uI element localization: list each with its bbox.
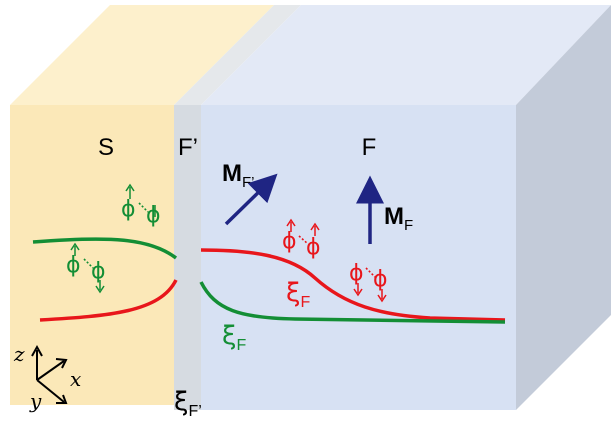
pair-green-lower: ϕ ϕ <box>66 242 106 294</box>
xi-fprime-label: ξF’ <box>174 387 202 420</box>
m-fprime-sub: F’ <box>242 174 255 191</box>
axis-y-label: y <box>29 389 42 413</box>
pair-red-upper: ϕ ϕ <box>282 218 321 260</box>
m-f-main: M <box>384 203 404 230</box>
svg-text:ϕ: ϕ <box>121 197 136 222</box>
coordinate-axes <box>31 344 68 404</box>
fprime-region-label: F’ <box>178 134 198 161</box>
pair-red-lower: ϕ ϕ <box>349 261 388 303</box>
axis-x-label: x <box>70 367 81 391</box>
svg-text:ϕ: ϕ <box>306 235 321 260</box>
pair-green-upper: ϕ ϕ <box>121 183 161 228</box>
m-f-label: MF <box>384 203 413 234</box>
f-region-label: F <box>362 134 377 161</box>
f-region <box>201 5 611 410</box>
svg-text:ϕ: ϕ <box>146 203 161 228</box>
svg-text:ϕ: ϕ <box>349 261 364 286</box>
s-region-label: S <box>98 134 114 161</box>
m-f-sub: F <box>404 217 413 234</box>
red-curve-f <box>200 248 506 322</box>
axis-z-label: z <box>13 342 25 366</box>
m-fprime-arrow <box>224 173 278 226</box>
xi-f-green-label: ξF <box>222 321 247 354</box>
red-curve-s <box>39 279 178 322</box>
m-fprime-main: M <box>222 160 242 187</box>
svg-text:ϕ: ϕ <box>373 267 388 292</box>
svg-text:ϕ: ϕ <box>66 253 81 278</box>
svg-text:ϕ: ϕ <box>91 259 106 284</box>
green-curve-s <box>32 237 178 260</box>
green-curve-f <box>199 281 506 324</box>
svg-text:ϕ: ϕ <box>282 229 297 254</box>
xi-f-red-label: ξF <box>286 278 311 311</box>
fprime-region <box>174 5 301 410</box>
m-fprime-label: MF’ <box>222 160 255 191</box>
